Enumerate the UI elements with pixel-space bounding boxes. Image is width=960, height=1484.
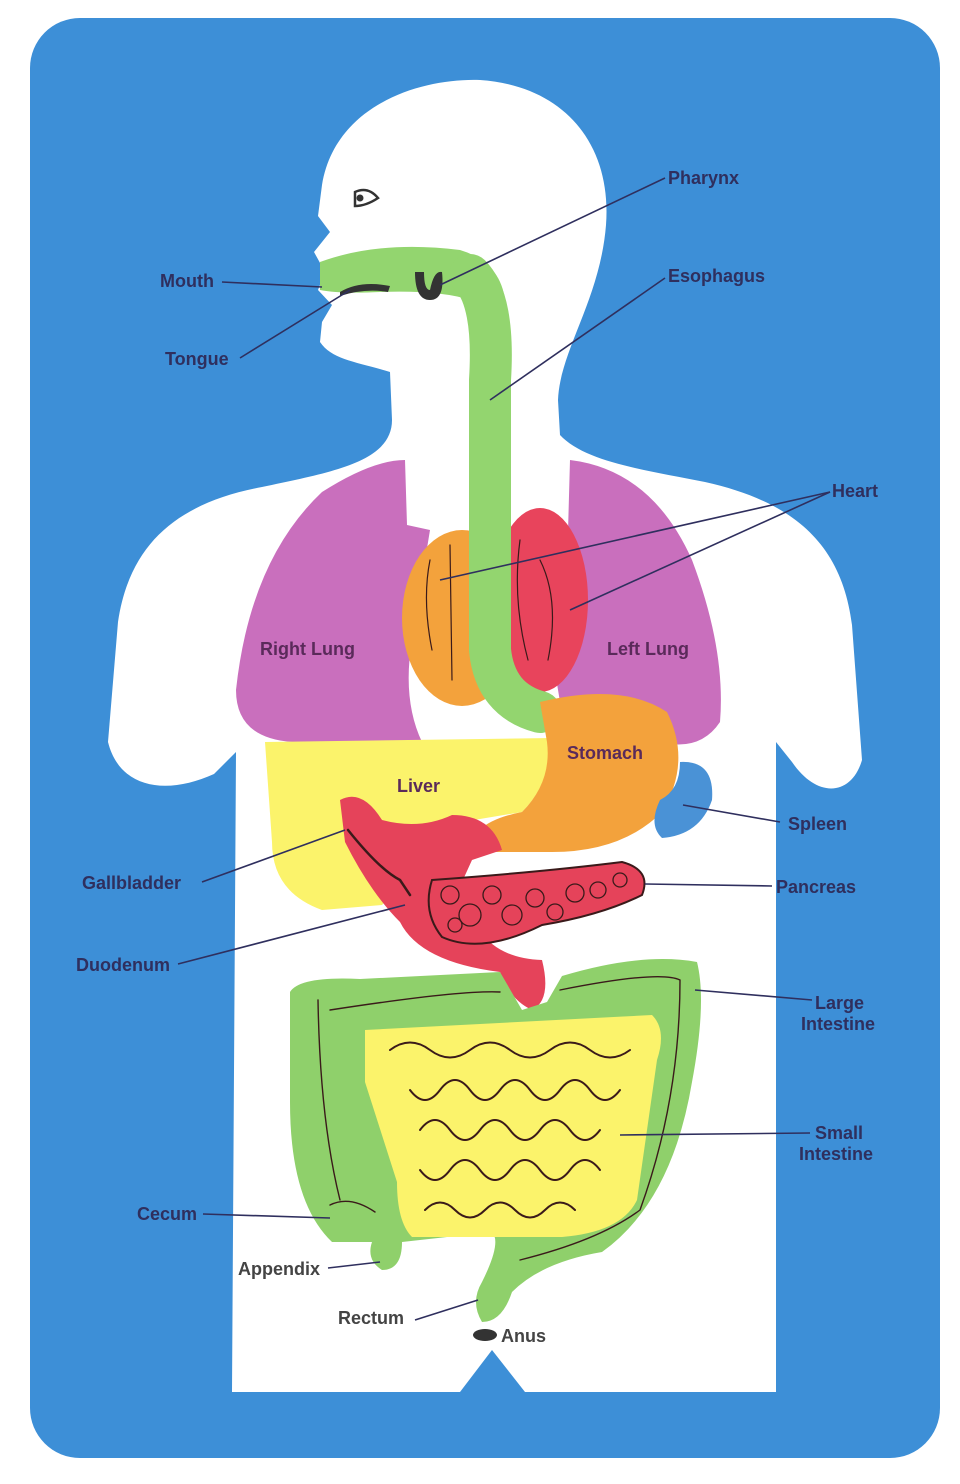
label-small-intestine-line1: Small <box>815 1123 863 1143</box>
label-rectum: Rectum <box>338 1308 404 1328</box>
small-intestine-coils <box>389 1041 631 1219</box>
label-spleen: Spleen <box>788 814 847 834</box>
tongue <box>340 284 390 296</box>
label-gallbladder: Gallbladder <box>82 873 181 893</box>
pharynx <box>415 271 443 300</box>
label-large-intestine-line2: Intestine <box>801 1014 875 1034</box>
label-anus: Anus <box>501 1326 546 1346</box>
label-cecum: Cecum <box>137 1204 197 1224</box>
gallbladder-duct <box>346 828 412 897</box>
heart-vessels <box>425 539 554 681</box>
label-liver: Liver <box>397 776 440 796</box>
label-right-lung: Right Lung <box>260 639 355 659</box>
right-lung <box>236 460 430 742</box>
eye-icon <box>353 188 380 208</box>
label-stomach: Stomach <box>567 743 643 763</box>
heart-left-side <box>492 508 588 692</box>
label-small-intestine-line2: Intestine <box>799 1144 873 1164</box>
stomach <box>470 694 679 852</box>
label-heart: Heart <box>832 481 878 501</box>
label-esophagus: Esophagus <box>668 266 765 286</box>
label-mouth: Mouth <box>160 271 214 291</box>
pancreas-texture <box>440 872 628 933</box>
small-intestine <box>365 1015 661 1237</box>
left-lung <box>540 460 721 745</box>
label-tongue: Tongue <box>165 349 229 369</box>
label-large-intestine-line1: Large <box>815 993 864 1013</box>
spleen <box>654 761 713 838</box>
esophagus <box>449 254 561 733</box>
label-pharynx: Pharynx <box>668 168 739 188</box>
anus <box>473 1329 497 1341</box>
pancreas <box>427 860 646 945</box>
eye-pupil <box>356 194 364 202</box>
label-pancreas: Pancreas <box>776 877 856 897</box>
label-duodenum: Duodenum <box>76 955 170 975</box>
label-left-lung: Left Lung <box>607 639 689 659</box>
leader-lines <box>177 177 831 1321</box>
label-appendix: Appendix <box>238 1259 320 1279</box>
large-intestine-folds <box>317 975 681 1261</box>
